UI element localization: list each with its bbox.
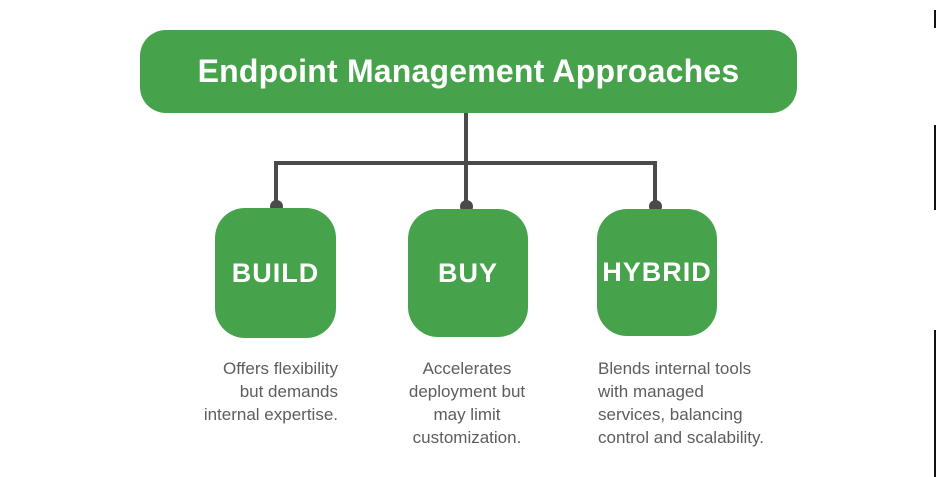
node-buy-label: BUY xyxy=(437,257,498,288)
node-hybrid-label: HYBRID xyxy=(602,257,712,287)
node-build-label: BUILD xyxy=(231,257,320,288)
connector-trunk-line xyxy=(464,113,468,207)
connector-drop-hybrid xyxy=(653,161,657,207)
node-buy: BUY xyxy=(408,209,528,337)
title-box: Endpoint Management Approaches xyxy=(140,30,797,113)
node-build-description: Offers flexibility but demands internal … xyxy=(203,359,338,424)
page-title: Endpoint Management Approaches xyxy=(197,53,740,89)
connector-horizontal-line xyxy=(274,161,657,165)
node-buy-description: Accelerates deployment but may limit cus… xyxy=(408,359,526,447)
screen-edge-artifact xyxy=(934,330,936,477)
screen-edge-artifact xyxy=(934,10,936,28)
node-build: BUILD xyxy=(215,208,336,338)
node-hybrid: HYBRID xyxy=(597,209,717,336)
connector-drop-build xyxy=(274,161,278,207)
node-hybrid-description: Blends internal tools with managed servi… xyxy=(598,359,764,447)
screen-edge-artifact xyxy=(934,125,936,210)
